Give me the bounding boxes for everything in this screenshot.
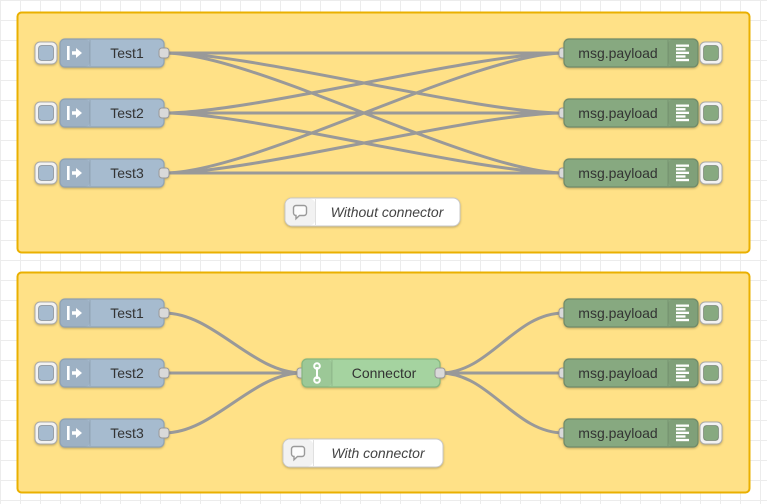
- wire[interactable]: [162, 51, 566, 115]
- inject-node-test1[interactable]: Test1: [34, 298, 170, 328]
- node-label: Connector: [352, 365, 417, 381]
- node-body: [563, 358, 699, 388]
- node-label: Test2: [110, 365, 144, 381]
- connector-node[interactable]: Connector: [296, 358, 446, 388]
- debug-node[interactable]: msg.payload: [558, 158, 723, 188]
- comment-node-without-connector[interactable]: Without connector: [284, 197, 461, 227]
- debug-node[interactable]: msg.payload: [558, 38, 723, 68]
- inject-node-test3[interactable]: Test3: [34, 418, 170, 448]
- output-port[interactable]: [434, 367, 446, 379]
- node-label: msg.payload: [578, 425, 657, 441]
- output-port[interactable]: [158, 367, 170, 379]
- debug-toggle-inner: [703, 365, 719, 381]
- wires-with-connector: [162, 311, 566, 435]
- output-port[interactable]: [158, 107, 170, 119]
- output-port[interactable]: [158, 307, 170, 319]
- comment-icon: [292, 204, 308, 221]
- wire[interactable]: [162, 371, 304, 435]
- comment-icon: [290, 445, 306, 462]
- debug-toggle-inner: [703, 45, 719, 61]
- inject-button-inner: [38, 425, 54, 441]
- node-label: Test2: [110, 105, 144, 121]
- wire[interactable]: [438, 311, 566, 375]
- output-port[interactable]: [158, 427, 170, 439]
- debug-icon: [676, 424, 689, 442]
- node-label: msg.payload: [578, 165, 657, 181]
- inject-icon: [67, 166, 82, 180]
- inject-node-test2[interactable]: Test2: [34, 358, 170, 388]
- debug-node[interactable]: msg.payload: [558, 98, 723, 128]
- inject-button-inner: [38, 105, 54, 121]
- output-port[interactable]: [158, 167, 170, 179]
- debug-icon: [676, 304, 689, 322]
- debug-node[interactable]: msg.payload: [558, 298, 723, 328]
- comment-label: Without connector: [331, 204, 445, 220]
- wire[interactable]: [162, 111, 566, 175]
- node-label: Test3: [110, 165, 144, 181]
- inject-node-test2[interactable]: Test2: [34, 98, 170, 128]
- debug-icon: [676, 104, 689, 122]
- wire[interactable]: [438, 371, 566, 435]
- node-label: msg.payload: [578, 45, 657, 61]
- inject-icon: [67, 106, 82, 120]
- debug-toggle-inner: [703, 425, 719, 441]
- output-port[interactable]: [158, 47, 170, 59]
- inject-button-inner: [38, 365, 54, 381]
- inject-button-inner: [38, 45, 54, 61]
- node-label: msg.payload: [578, 305, 657, 321]
- inject-icon: [67, 426, 82, 440]
- inject-button-inner: [38, 305, 54, 321]
- node-body: [563, 418, 699, 448]
- debug-node[interactable]: msg.payload: [558, 358, 723, 388]
- node-body: [563, 98, 699, 128]
- inject-icon: [67, 366, 82, 380]
- debug-toggle-inner: [703, 305, 719, 321]
- wire[interactable]: [162, 51, 566, 175]
- debug-toggle-inner: [703, 105, 719, 121]
- node-body: [563, 158, 699, 188]
- comment-node-with-connector[interactable]: With connector: [282, 438, 444, 468]
- comment-label: With connector: [331, 445, 426, 461]
- connector-icon: [313, 362, 321, 384]
- wires-without-connector: [162, 51, 566, 175]
- group-without-connector[interactable]: [16, 11, 751, 254]
- inject-node-test1[interactable]: Test1: [34, 38, 170, 68]
- debug-icon: [676, 44, 689, 62]
- node-label: msg.payload: [578, 365, 657, 381]
- node-body: [282, 438, 444, 468]
- inject-button-inner: [38, 165, 54, 181]
- inject-icon: [67, 306, 82, 320]
- debug-icon: [676, 364, 689, 382]
- node-label: Test3: [110, 425, 144, 441]
- inject-node-test3[interactable]: Test3: [34, 158, 170, 188]
- inject-icon: [67, 46, 82, 60]
- debug-toggle-inner: [703, 165, 719, 181]
- debug-icon: [676, 164, 689, 182]
- debug-node[interactable]: msg.payload: [558, 418, 723, 448]
- node-body: [284, 197, 461, 227]
- wire[interactable]: [162, 311, 304, 375]
- node-body: [563, 298, 699, 328]
- node-label: Test1: [110, 305, 144, 321]
- node-body: [563, 38, 699, 68]
- node-label: msg.payload: [578, 105, 657, 121]
- node-label: Test1: [110, 45, 144, 61]
